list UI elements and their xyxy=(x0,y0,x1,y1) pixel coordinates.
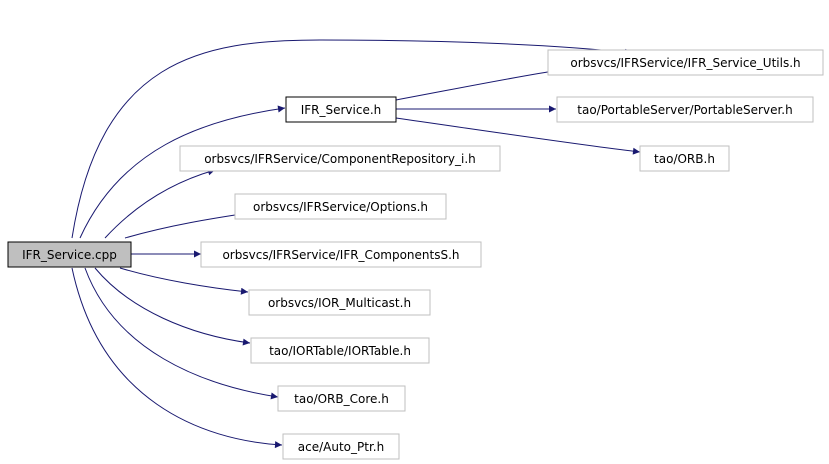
edge-root-to-ior-multicast xyxy=(119,267,249,295)
node-orb-core[interactable]: tao/ORB_Core.h xyxy=(277,385,406,412)
node-label: tao/ORB.h xyxy=(654,152,715,166)
edge-root-to-options xyxy=(124,210,249,239)
node-portable-server[interactable]: tao/PortableServer/PortableServer.h xyxy=(556,96,814,123)
edge-root-to-ior-table xyxy=(94,267,251,346)
node-options[interactable]: orbsvcs/IFRService/Options.h xyxy=(234,193,447,220)
node-component-repository[interactable]: orbsvcs/IFRService/ComponentRepository_i… xyxy=(179,145,501,172)
node-label: orbsvcs/IFRService/IFR_Service_Utils.h xyxy=(570,56,800,70)
node-ior-table[interactable]: tao/IORTable/IORTable.h xyxy=(250,337,430,364)
edges xyxy=(71,39,641,449)
edge-root-to-ifr-service-utils xyxy=(71,39,633,239)
edge-root-to-orb-core xyxy=(84,267,279,400)
node-ifr-components[interactable]: orbsvcs/IFRService/IFR_ComponentsS.h xyxy=(200,241,482,268)
node-auto-ptr[interactable]: ace/Auto_Ptr.h xyxy=(282,433,400,460)
node-label: orbsvcs/IOR_Multicast.h xyxy=(268,296,411,310)
node-ifr-service-h[interactable]: IFR_Service.h xyxy=(285,96,397,123)
node-ifr-service-utils[interactable]: orbsvcs/IFRService/IFR_Service_Utils.h xyxy=(547,49,824,76)
node-label: tao/ORB_Core.h xyxy=(294,392,389,406)
node-label: IFR_Service.cpp xyxy=(22,248,117,262)
edge-root-to-component-repository xyxy=(104,168,216,239)
node-label: tao/IORTable/IORTable.h xyxy=(269,344,411,358)
node-label: orbsvcs/IFRService/ComponentRepository_i… xyxy=(204,152,476,166)
node-orb-h[interactable]: tao/ORB.h xyxy=(639,145,730,172)
edge-ifr-service-h-to-ifr-service-utils xyxy=(395,67,561,101)
node-label: IFR_Service.h xyxy=(301,103,382,117)
node-root[interactable]: IFR_Service.cpp xyxy=(7,241,132,268)
edge-root-to-auto-ptr xyxy=(71,267,283,449)
edge-ifr-service-h-to-orb-h xyxy=(395,117,641,155)
node-label: ace/Auto_Ptr.h xyxy=(298,440,384,454)
edge-root-to-ifr-service-h xyxy=(79,105,286,239)
node-ior-multicast[interactable]: orbsvcs/IOR_Multicast.h xyxy=(248,289,431,316)
node-label: orbsvcs/IFRService/IFR_ComponentsS.h xyxy=(222,248,459,262)
node-label: tao/PortableServer/PortableServer.h xyxy=(577,103,792,117)
node-label: orbsvcs/IFRService/Options.h xyxy=(253,200,428,214)
